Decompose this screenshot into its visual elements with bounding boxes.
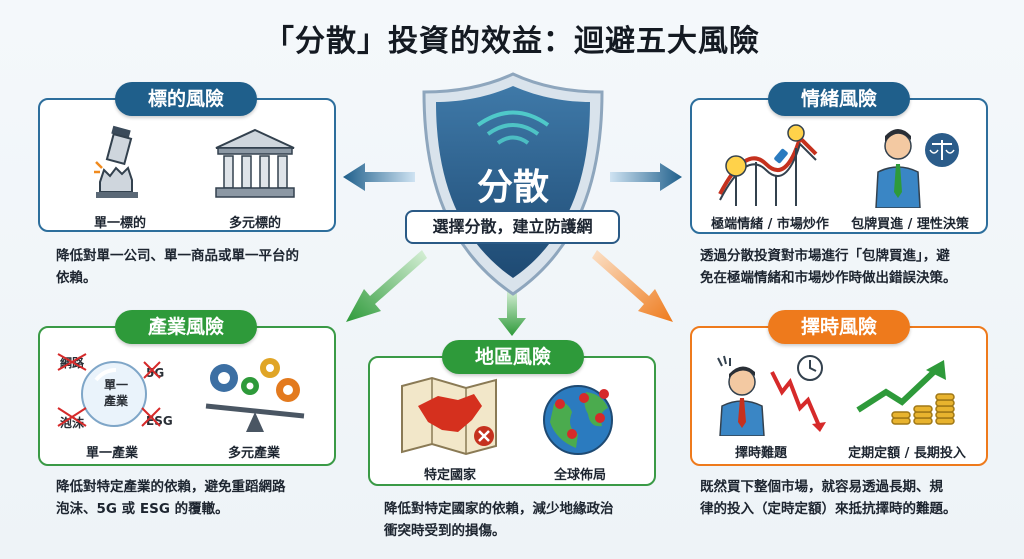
page-title: 「分散」投資的效益：迴避五大風險 — [264, 24, 760, 59]
target-desc-line2: 依賴。 — [56, 270, 97, 286]
timing-desc: 既然買下整個市場，就容易透過長期、規 律的投入（定時定額）來抵抗擇時的難題。 — [700, 476, 1010, 520]
arrow-to-emotion — [610, 163, 682, 191]
emotion-risk-title: 情緒風險 — [768, 82, 910, 116]
timing-label-difficulty: 擇時難題 — [734, 446, 787, 461]
shield-text: 分散 — [476, 167, 549, 208]
growth-coins-icon — [856, 360, 955, 425]
businessman-scale-icon — [875, 129, 959, 208]
region-label-global: 全球佈局 — [553, 468, 606, 483]
region-desc: 降低對特定國家的依賴，減少地緣政治 衝突時受到的損傷。 — [384, 498, 674, 542]
industry-desc: 降低對特定產業的依賴，避免重蹈網路 泡沫、5G 或 ESG 的覆轍。 — [56, 476, 346, 520]
timing-label-dca: 定期定額 / 長期投入 — [848, 446, 966, 461]
timing-desc-line2: 律的投入（定時定額）來抵抗擇時的難題。 — [700, 501, 957, 517]
emotion-desc-line1: 透過分散投資對市場進行「包牌買進」，避 — [700, 248, 950, 264]
region-desc-line1: 降低對特定國家的依賴，減少地緣政治 — [384, 501, 614, 517]
arrow-to-region — [498, 290, 526, 336]
target-desc: 降低對單一公司、單一商品或單一平台的 依賴。 — [56, 245, 356, 289]
cross-marks-icon — [57, 353, 161, 427]
bubble-center-line1: 單一 — [103, 378, 128, 392]
arrow-to-timing — [592, 250, 673, 322]
target-desc-line1: 降低對單一公司、單一商品或單一平台的 — [56, 248, 299, 264]
bubble-center-line2: 產業 — [103, 394, 128, 408]
tag-bubble: 泡沫 — [60, 416, 85, 430]
center-banner-text: 選擇分散，建立防護網 — [432, 217, 593, 236]
industry-label-multi: 多元產業 — [227, 446, 280, 461]
broken-column-icon — [94, 125, 138, 198]
country-map-icon — [401, 376, 497, 456]
center-banner: 選擇分散，建立防護網 — [405, 210, 620, 244]
target-risk-title: 標的風險 — [115, 82, 257, 116]
region-desc-line2: 衝突時受到的損傷。 — [384, 523, 506, 539]
arrow-to-industry — [346, 250, 427, 322]
industry-risk-title: 產業風險 — [115, 310, 257, 344]
industry-desc-line1: 降低對特定產業的依賴，避免重蹈網路 — [56, 479, 286, 495]
gears-seesaw-icon — [205, 358, 305, 432]
region-label-specific: 特定國家 — [423, 468, 476, 483]
target-label-multi: 多元標的 — [228, 216, 281, 231]
region-risk-title: 地區風險 — [442, 340, 584, 374]
emotion-desc-line2: 免在極端情緒和市場炒作時做出錯誤決策。 — [700, 270, 957, 286]
bank-building-icon — [215, 128, 295, 198]
emotion-desc: 透過分散投資對市場進行「包牌買進」，避 免在極端情緒和市場炒作時做出錯誤決策。 — [700, 245, 1010, 289]
bubble-icon — [81, 361, 147, 427]
industry-label-single: 單一產業 — [85, 446, 138, 461]
timing-risk-title: 擇時風險 — [768, 310, 910, 344]
stressed-investor-icon — [717, 355, 826, 436]
globe-icon — [543, 385, 613, 455]
rollercoaster-icon — [718, 124, 818, 206]
arrow-to-target — [343, 163, 415, 191]
emotion-label-rational: 包牌買進 / 理性決策 — [851, 217, 969, 232]
timing-desc-line1: 既然買下整個市場，就容易透過長期、規 — [700, 479, 943, 495]
target-label-single: 單一標的 — [93, 216, 146, 231]
industry-desc-line2: 泡沫、5G 或 ESG 的覆轍。 — [56, 501, 229, 517]
emotion-label-extreme: 極端情緒 / 市場炒作 — [711, 217, 829, 232]
